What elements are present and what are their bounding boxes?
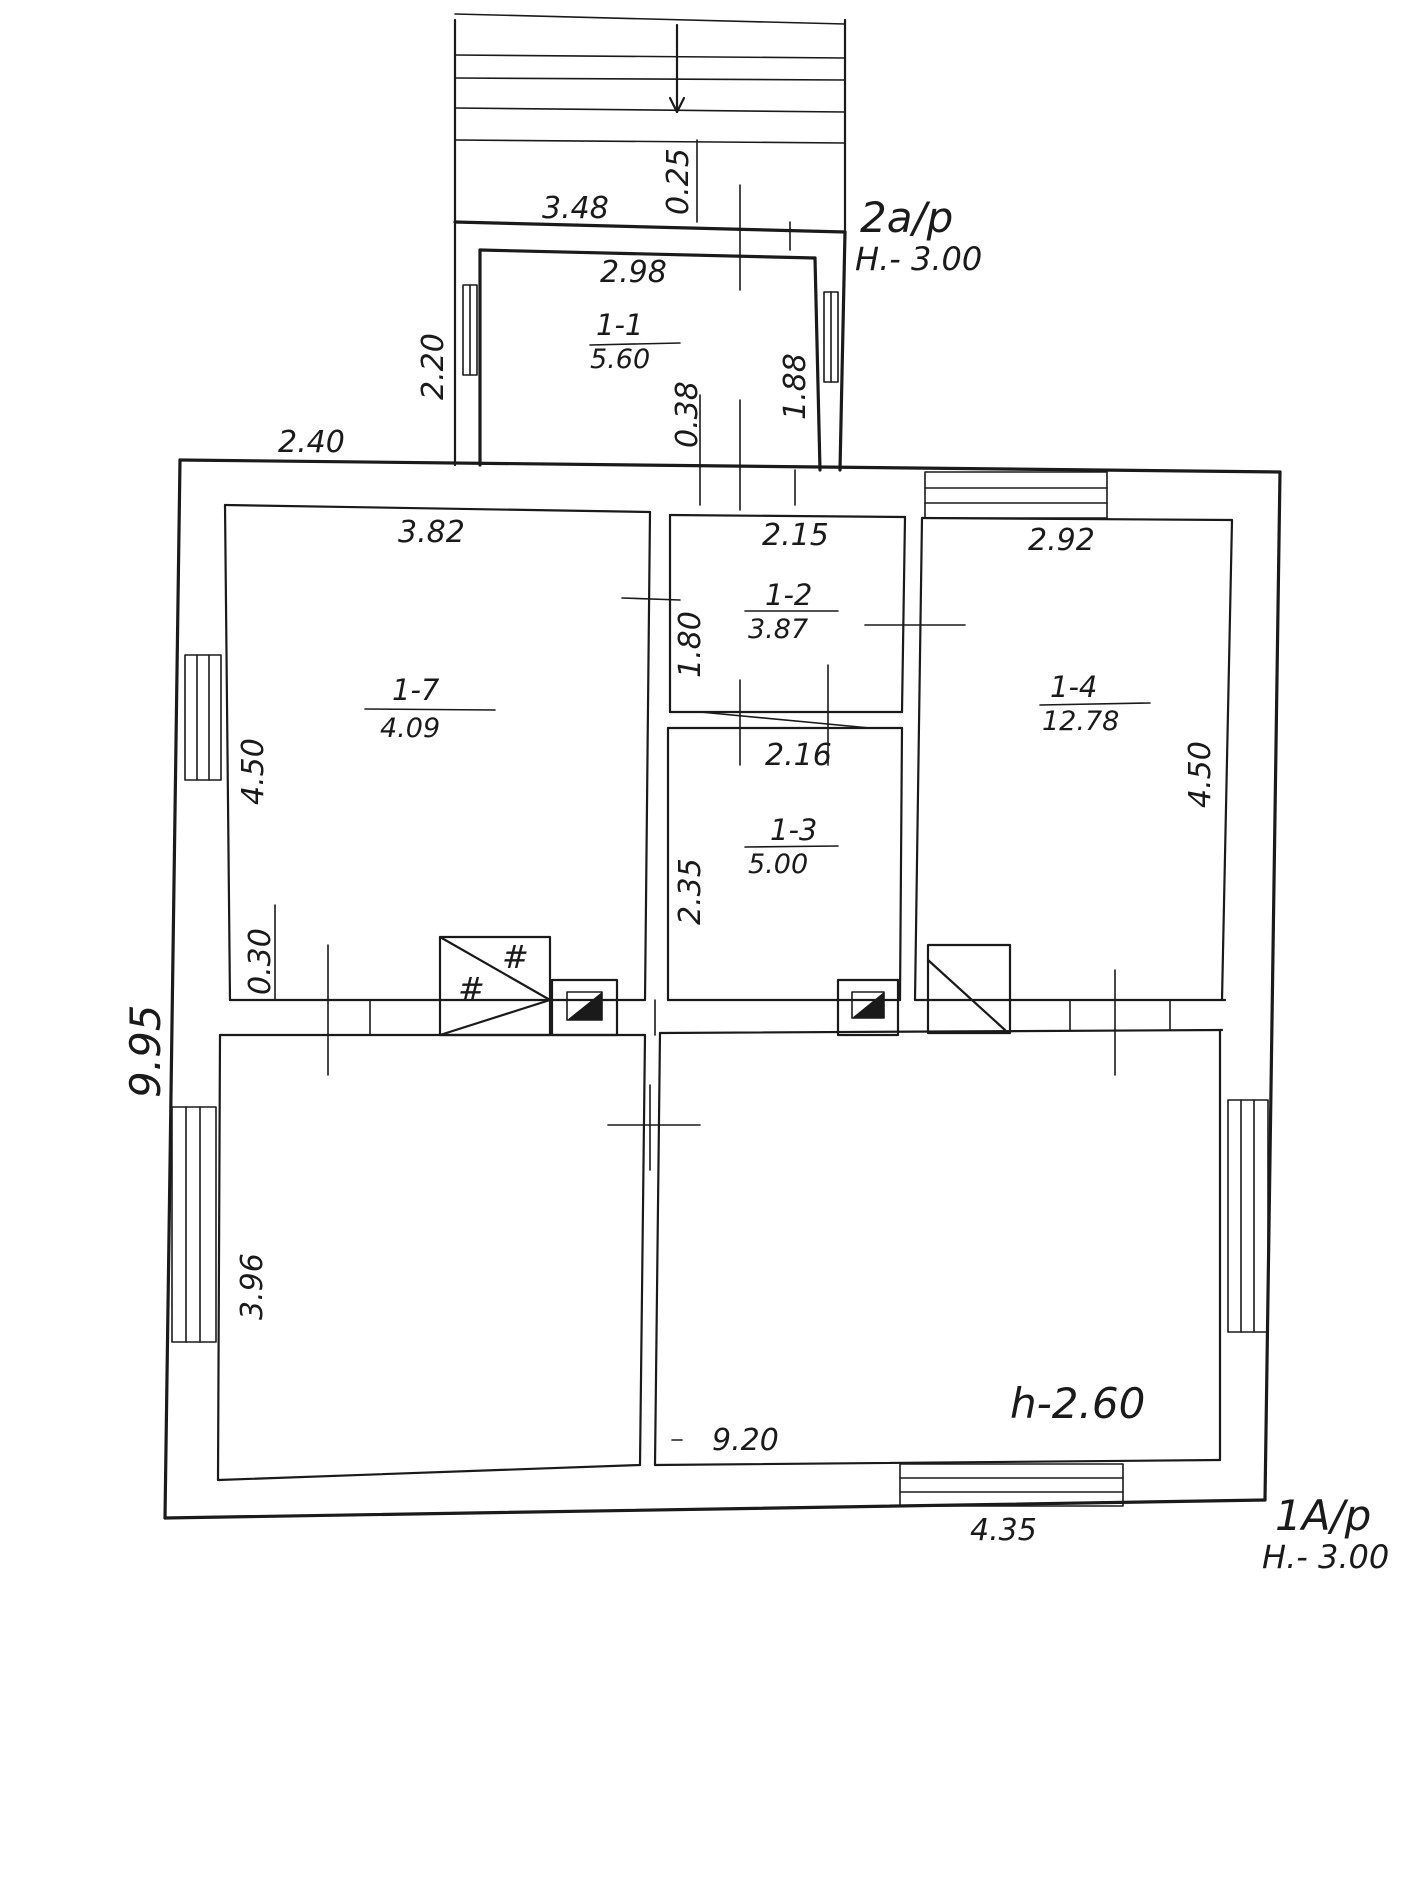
room-1-1-area: 5.60 xyxy=(590,344,650,375)
dim-annex-wall: 0.38 xyxy=(670,381,705,448)
room-1-2-id: 1-2 xyxy=(765,578,812,612)
dim-room-1-3-width: 2.16 xyxy=(765,738,832,773)
annex-height: Н.- 3.00 xyxy=(855,240,982,278)
dim-room-1-4-width: 2.92 xyxy=(1028,523,1095,558)
labels: 2а/р Н.- 3.00 1А/р Н.- 3.00 1-1 5.60 1-2… xyxy=(121,148,1389,1576)
svg-text:#: # xyxy=(458,970,485,1008)
dim-annex-inner-width: 2.98 xyxy=(600,255,667,290)
room-1-3-area: 5.00 xyxy=(748,849,808,880)
main-height: Н.- 3.00 xyxy=(1262,1538,1389,1576)
room-1-2-area: 3.87 xyxy=(748,614,808,645)
dim-room-1-4-depth: 4.50 xyxy=(1183,741,1218,808)
main-code: 1А/р xyxy=(1275,1491,1371,1540)
ceiling-height: h-2.60 xyxy=(1010,1379,1145,1428)
dim-room-1-7-depth: 4.50 xyxy=(236,738,271,805)
room-1-3-id: 1-3 xyxy=(770,813,817,847)
svg-text:#: # xyxy=(502,938,529,976)
room-1-4-area: 12.78 xyxy=(1042,706,1119,737)
dim-annex-outer-width: 3.48 xyxy=(542,191,609,226)
room-1-7-id: 1-7 xyxy=(392,673,440,707)
dim-room-1-2-width: 2.15 xyxy=(762,518,829,553)
annex-2a xyxy=(453,13,847,511)
room-1-4-id: 1-4 xyxy=(1050,670,1097,704)
dim-room-1-3-depth: 2.35 xyxy=(673,858,708,925)
dim-lower-window: 4.35 xyxy=(970,1513,1037,1548)
annex-code: 2а/р xyxy=(860,193,953,242)
dim-room-1-2-depth: 1.80 xyxy=(673,611,708,678)
room-1-7-area: 4.09 xyxy=(380,713,440,744)
dim-annex-depth: 2.20 xyxy=(416,333,451,400)
dim-overall-depth: 9.95 xyxy=(121,1004,170,1098)
dim-annex-offset: 0.25 xyxy=(661,148,696,215)
dim-stove-gap: 0.30 xyxy=(243,928,278,995)
dim-room-1-7-width: 3.82 xyxy=(398,515,465,550)
dim-left-lower-depth: 3.96 xyxy=(235,1253,270,1320)
dim-overall-width: 9.20 xyxy=(712,1423,779,1458)
dim-room-1-1-side: 1.88 xyxy=(778,353,813,420)
room-1-1-id: 1-1 xyxy=(596,308,643,342)
dim-left-offset: 2.40 xyxy=(278,425,345,460)
main-building: # # xyxy=(163,458,1282,1520)
